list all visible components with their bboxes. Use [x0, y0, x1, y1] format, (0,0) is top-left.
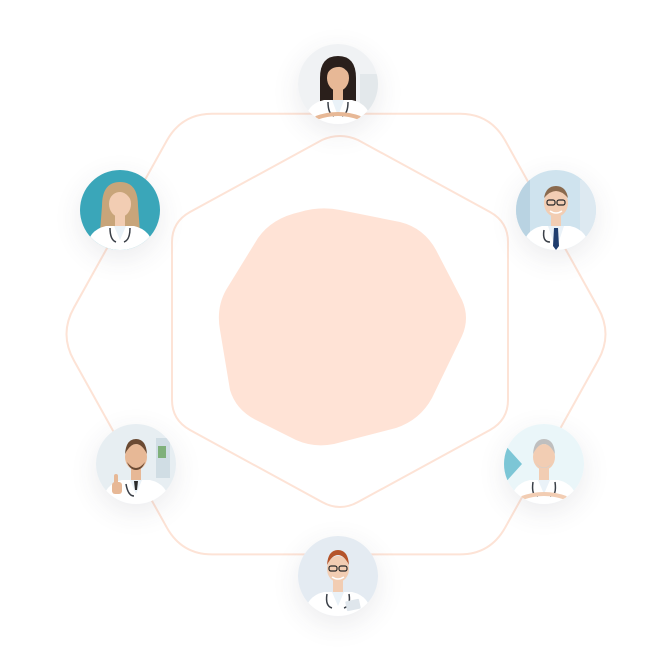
doctor-male-thumbs-up-portrait-icon [96, 424, 176, 504]
doctor-avatar-upper-right[interactable] [516, 170, 596, 250]
doctor-female-portrait-icon [80, 170, 160, 250]
center-hexagon [218, 208, 466, 446]
doctor-male-glasses-portrait-icon [516, 170, 596, 250]
doctor-avatar-lower-right[interactable] [504, 424, 584, 504]
outer-hexagon-ring [65, 112, 607, 556]
doctor-avatar-lower-left[interactable] [96, 424, 176, 504]
doctor-male-young-glasses-portrait-icon [298, 536, 378, 616]
doctor-avatar-top[interactable] [298, 44, 378, 124]
inner-hexagon-ring [171, 135, 509, 508]
doctor-avatar-bottom[interactable] [298, 536, 378, 616]
doctor-female-portrait-icon [298, 44, 378, 124]
doctor-male-senior-portrait-icon [504, 424, 584, 504]
doctor-avatar-upper-left[interactable] [80, 170, 160, 250]
